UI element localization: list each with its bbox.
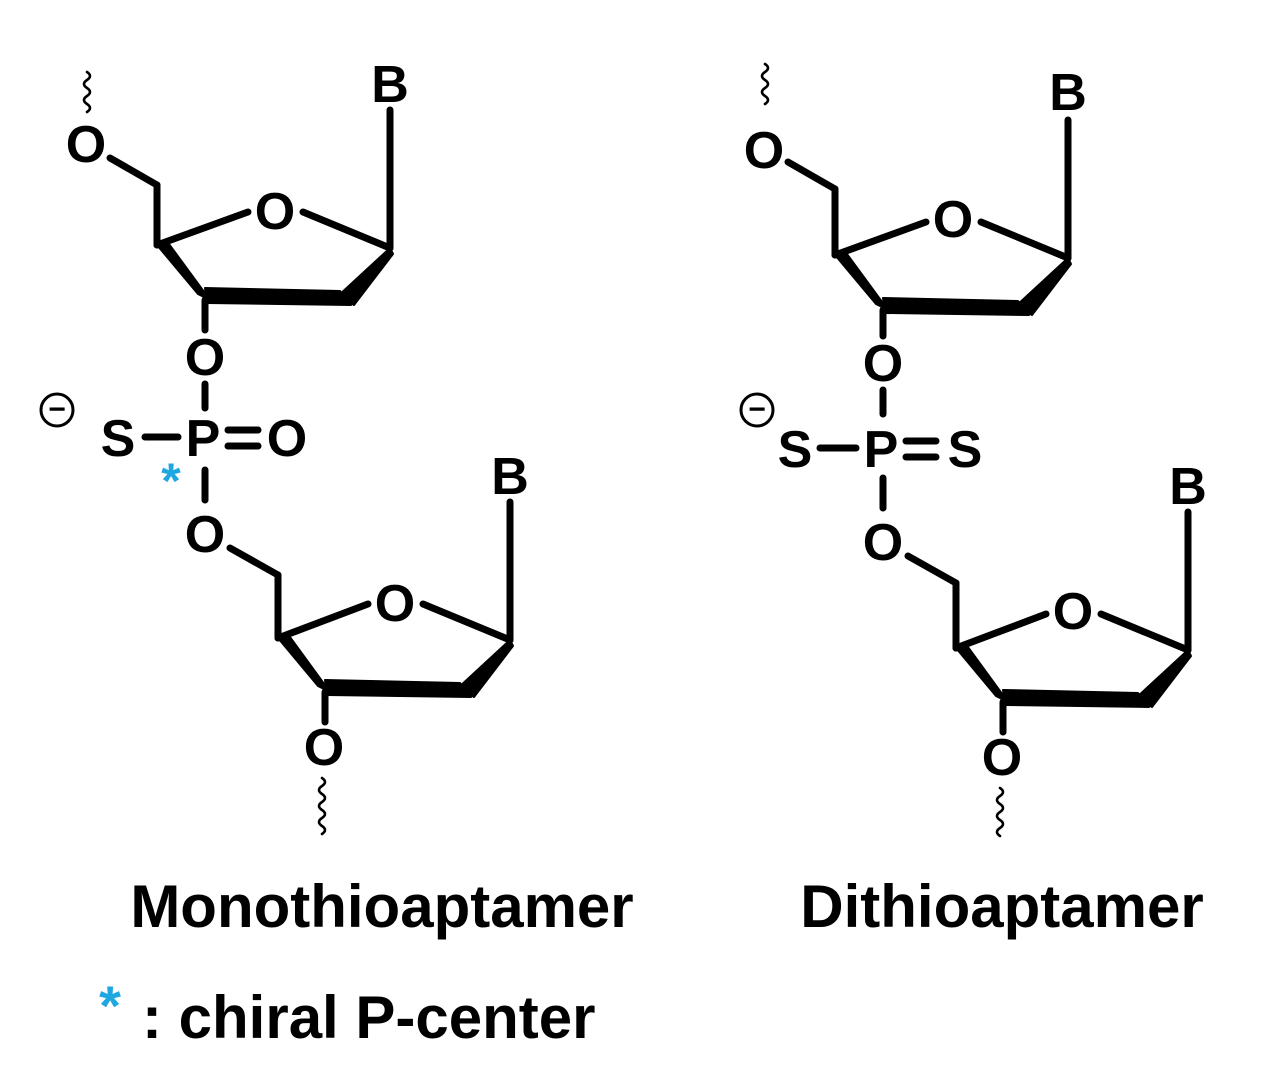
bond bbox=[952, 610, 1050, 652]
bond bbox=[831, 218, 930, 259]
negative-charge-icon: − bbox=[748, 393, 766, 426]
bond bbox=[226, 544, 282, 579]
wedge-bond bbox=[1015, 257, 1072, 316]
negative-charge-ring bbox=[739, 392, 775, 428]
wedge-bond bbox=[955, 642, 1009, 703]
wedge-bond bbox=[1135, 649, 1192, 708]
bold-bond bbox=[882, 297, 1030, 316]
atom-oxygen: O bbox=[66, 116, 106, 174]
monothioaptamer-caption: Monothioaptamer bbox=[130, 873, 633, 940]
legend: * : chiral P-center bbox=[99, 974, 595, 1051]
legend-text: : chiral P-center bbox=[142, 984, 596, 1051]
negative-charge-icon: − bbox=[48, 393, 66, 426]
dithio-phosphate-linkage: − S P S O bbox=[739, 386, 983, 572]
wedge-bond bbox=[457, 639, 514, 698]
atom-sulfur: S bbox=[101, 410, 136, 468]
bond bbox=[904, 552, 960, 587]
legend-chiral-marker: * bbox=[99, 974, 121, 1037]
atom-base: B bbox=[491, 448, 529, 506]
lower-sugar-ring: O B O bbox=[904, 458, 1207, 838]
atom-oxygen: O bbox=[982, 729, 1022, 787]
bold-bond bbox=[204, 287, 352, 306]
dithioaptamer-caption: Dithioaptamer bbox=[800, 873, 1203, 940]
atom-oxygen: O bbox=[933, 191, 973, 249]
bold-bond bbox=[324, 679, 472, 698]
wavy-bond bbox=[82, 70, 92, 114]
lower-sugar-ring: O B O bbox=[226, 448, 529, 836]
bond bbox=[977, 218, 1072, 262]
atom-oxygen: O bbox=[744, 122, 784, 180]
atom-base: B bbox=[1169, 458, 1207, 516]
wedge-bond bbox=[834, 249, 889, 311]
atom-oxygen: O bbox=[1053, 583, 1093, 641]
wedge-bond bbox=[337, 247, 394, 306]
upper-sugar-ring: O O B O bbox=[66, 56, 409, 387]
upper-sugar-ring: O O B O bbox=[744, 62, 1087, 393]
bond bbox=[419, 600, 514, 644]
atom-oxygen: O bbox=[185, 329, 225, 387]
atom-oxygen: O bbox=[304, 719, 344, 777]
bond bbox=[153, 208, 252, 249]
bond bbox=[274, 600, 372, 642]
wavy-bond bbox=[317, 776, 327, 836]
bold-bond bbox=[1002, 689, 1150, 708]
bond bbox=[299, 208, 394, 252]
atom-phosphorus: P bbox=[186, 410, 221, 468]
bond bbox=[1097, 610, 1192, 654]
atom-oxygen: O bbox=[185, 506, 225, 564]
atom-sulfur: S bbox=[778, 421, 813, 479]
wedge-bond bbox=[277, 632, 331, 693]
atom-sulfur: S bbox=[948, 421, 983, 479]
negative-charge-ring bbox=[39, 392, 75, 428]
monothioaptamer-structure: O O B O − S P O * O bbox=[39, 56, 634, 940]
atom-base: B bbox=[1049, 64, 1087, 122]
monothio-phosphate-linkage: − S P O * O bbox=[39, 380, 307, 564]
atom-phosphorus: P bbox=[864, 421, 899, 479]
atom-oxygen: O bbox=[255, 183, 295, 241]
atom-oxygen: O bbox=[375, 575, 415, 633]
atom-oxygen: O bbox=[267, 410, 307, 468]
atom-oxygen: O bbox=[863, 514, 903, 572]
dithioaptamer-structure: O O B O − S P S O bbox=[739, 62, 1207, 940]
wedge-bond bbox=[156, 239, 211, 301]
wavy-bond bbox=[760, 62, 770, 106]
atom-base: B bbox=[371, 56, 409, 114]
bond bbox=[106, 154, 161, 189]
bond bbox=[784, 158, 839, 193]
chiral-center-marker: * bbox=[161, 453, 181, 509]
wavy-bond bbox=[995, 786, 1005, 838]
atom-oxygen: O bbox=[863, 335, 903, 393]
